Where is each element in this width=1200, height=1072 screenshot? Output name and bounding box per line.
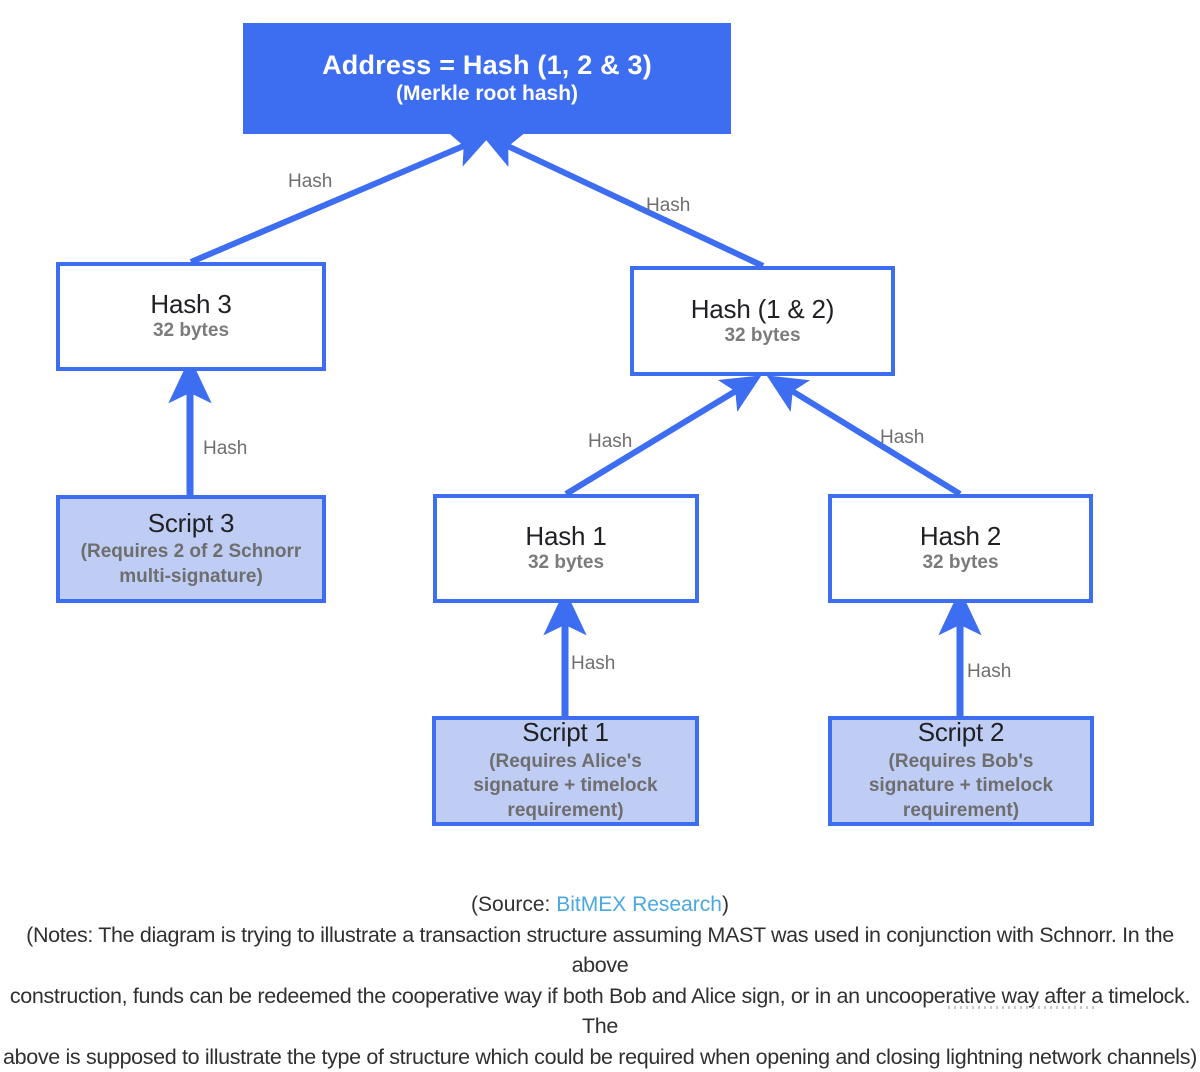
node-subtitle: 32 bytes <box>922 552 999 574</box>
caption-source-line: (Source: BitMEX Research) <box>0 890 1200 920</box>
node-script-1[interactable]: Script 1 (Requires Alice's signature + t… <box>432 716 699 826</box>
caption-notes-line-2: construction, funds can be redeemed the … <box>9 983 1191 1039</box>
node-subtitle: (Requires Bob's signature + timelock req… <box>868 750 1054 821</box>
node-script-2[interactable]: Script 2 (Requires Bob's signature + tim… <box>828 716 1094 826</box>
edge-label-hash2-to-hash12: Hash <box>880 427 925 448</box>
caption-notes-line-1: (Notes: The diagram is trying to illustr… <box>26 922 1174 978</box>
node-title: Script 1 <box>522 717 609 748</box>
node-title: Hash 2 <box>919 521 1002 552</box>
node-script-3[interactable]: Script 3 (Requires 2 of 2 Schnorr multi-… <box>56 495 326 603</box>
caption-source-prefix: (Source: <box>471 893 557 916</box>
node-title: Script 3 <box>147 507 235 538</box>
edge-label-hash12-to-root: Hash <box>646 195 691 216</box>
node-subtitle: (Requires 2 of 2 Schnorr multi-signature… <box>80 540 302 587</box>
edge-label-script3-to-hash3: Hash <box>203 438 248 459</box>
bitmex-research-link[interactable]: BitMEX Research <box>556 893 722 916</box>
node-subtitle: 32 bytes <box>152 320 230 342</box>
caption-block: (Source: BitMEX Research) (Notes: The di… <box>0 890 1200 1072</box>
edge-label-script2-to-hash2: Hash <box>967 661 1012 682</box>
node-hash-1-and-2[interactable]: Hash (1 & 2) 32 bytes <box>630 266 895 376</box>
edge-hash12-to-root <box>480 133 765 269</box>
node-title: Address = Hash (1, 2 & 3) <box>322 50 652 80</box>
node-hash-1[interactable]: Hash 1 32 bytes <box>433 494 699 603</box>
node-merkle-root[interactable]: Address = Hash (1, 2 & 3) (Merkle root h… <box>243 23 731 134</box>
node-title: Hash 1 <box>525 521 607 552</box>
dotted-underline-artifact <box>948 1006 1094 1009</box>
edge-label-hash3-to-root: Hash <box>288 171 333 192</box>
edge-hash3-to-root <box>189 132 492 265</box>
node-subtitle: 32 bytes <box>724 324 801 346</box>
node-subtitle: (Merkle root hash) <box>395 82 579 106</box>
node-title: Hash 3 <box>150 289 232 320</box>
diagram-canvas: Address = Hash (1, 2 & 3) (Merkle root h… <box>3 23 1198 1069</box>
node-hash-3[interactable]: Hash 3 32 bytes <box>56 262 326 371</box>
node-hash-2[interactable]: Hash 2 32 bytes <box>828 494 1093 603</box>
edge-label-hash1-to-hash12: Hash <box>588 431 633 452</box>
node-title: Hash (1 & 2) <box>690 293 835 324</box>
caption-source-suffix: ) <box>721 893 729 916</box>
node-subtitle: (Requires Alice's signature + timelock r… <box>473 750 658 821</box>
node-title: Script 2 <box>917 717 1005 748</box>
node-subtitle: 32 bytes <box>527 552 605 574</box>
caption-notes-line-3: above is supposed to illustrate the type… <box>3 1044 1197 1069</box>
edge-label-script1-to-hash1: Hash <box>571 653 616 674</box>
edge-hash2-to-hash12 <box>766 375 962 497</box>
